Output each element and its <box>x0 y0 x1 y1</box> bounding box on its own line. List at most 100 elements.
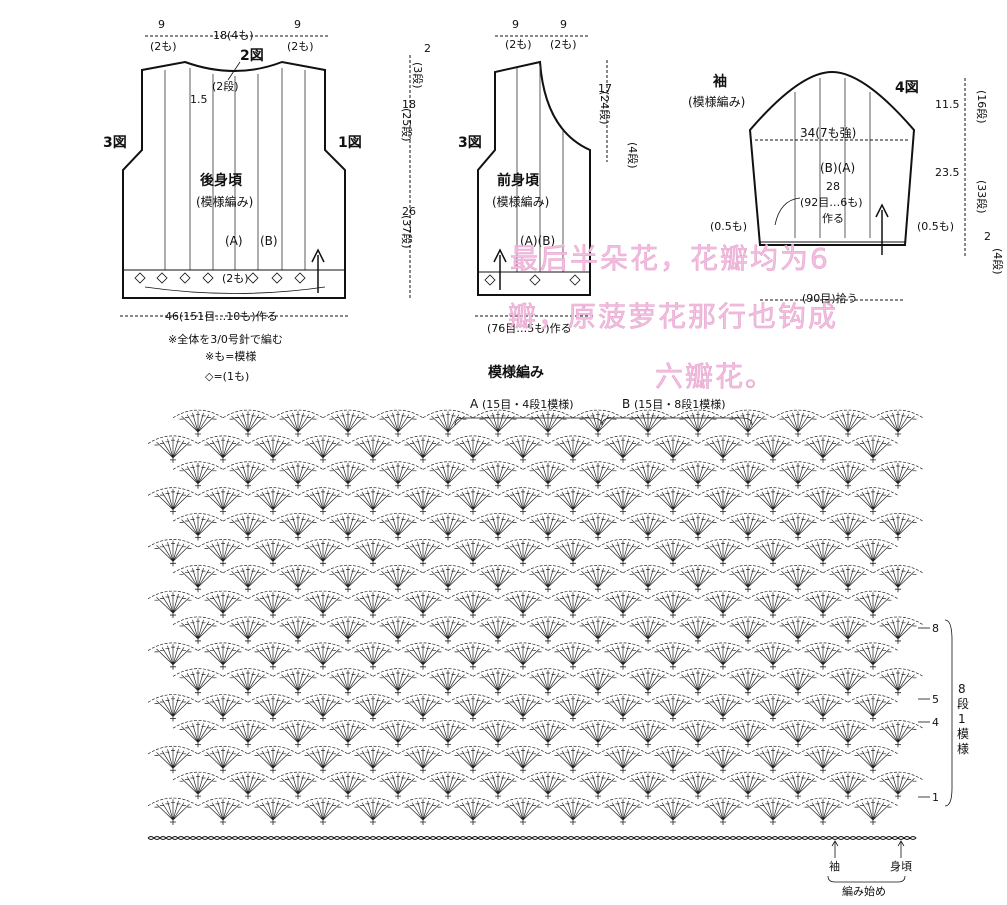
stitch-fan <box>729 463 767 484</box>
single-crochet-mark <box>845 431 851 437</box>
chain-arc <box>397 745 449 755</box>
chain-arc <box>222 564 274 574</box>
single-crochet-mark <box>370 715 376 722</box>
chain-arc <box>372 461 424 470</box>
chain-arc <box>672 513 724 522</box>
stitch-fan <box>279 463 317 484</box>
single-crochet-mark <box>695 637 701 644</box>
single-crochet-mark <box>570 819 576 825</box>
single-crochet-mark <box>445 689 451 696</box>
stitch-fan <box>879 773 917 795</box>
stitch-fan <box>354 799 392 821</box>
stitch-fan <box>679 411 717 433</box>
back-bottom-dim: 46(151目…10も)作る <box>165 310 278 323</box>
chain-arc <box>322 513 374 522</box>
front-rdim-1-rows: (24段) <box>598 91 612 125</box>
stitch-fan <box>554 592 592 614</box>
overlay-line-2: 瓣，原菠萝花那行也钩成 <box>508 300 838 333</box>
stitch-fan <box>304 747 342 769</box>
single-crochet-mark <box>295 637 301 644</box>
single-crochet-mark <box>245 637 251 644</box>
chain-arc <box>797 694 849 703</box>
chain-arc <box>247 539 299 548</box>
single-crochet-mark <box>695 741 701 748</box>
stitch-fan <box>354 540 392 562</box>
stitch-fan <box>479 773 517 795</box>
stitch-fan <box>829 721 867 743</box>
stitch-fan <box>479 514 517 536</box>
chain-arc <box>522 513 574 522</box>
stitch-fan <box>829 670 867 691</box>
single-crochet-mark <box>870 456 876 463</box>
chain-arc <box>547 590 599 600</box>
stitch-fan <box>479 721 517 743</box>
chain-arc <box>672 616 724 625</box>
single-crochet-mark <box>170 508 176 515</box>
stitch-fan <box>179 411 217 433</box>
single-crochet-mark <box>370 456 376 463</box>
stitch-fan <box>429 773 467 795</box>
chart-label-a: A <box>470 397 479 411</box>
chain-arc <box>447 642 499 651</box>
single-crochet-mark <box>195 637 201 644</box>
stitch-fan <box>529 514 567 536</box>
single-crochet-mark <box>695 586 701 593</box>
chain-arc <box>447 590 499 600</box>
stitch-fan <box>729 566 767 588</box>
stitch-fan <box>679 773 717 795</box>
chain-arc <box>772 564 824 574</box>
stitch-fan <box>704 747 742 769</box>
chain-arc <box>547 642 599 651</box>
chain-arc <box>597 539 649 548</box>
single-crochet-mark <box>370 819 376 825</box>
single-crochet-mark <box>670 715 676 722</box>
single-crochet-mark <box>345 586 351 593</box>
chain-arc <box>647 487 699 496</box>
stitch-fan <box>879 670 917 691</box>
stitch-fan <box>429 618 467 640</box>
single-crochet-mark <box>495 793 501 800</box>
chain-arc <box>797 487 849 496</box>
stitch-fan <box>679 566 717 588</box>
back-dim-left-sub: (2も) <box>150 40 177 53</box>
single-crochet-mark <box>295 793 301 800</box>
stitch-fan <box>379 463 417 484</box>
single-crochet-mark <box>270 715 276 722</box>
front-rdim-1-cm: 17 <box>598 82 612 95</box>
chain-arc <box>797 642 849 651</box>
single-crochet-mark <box>270 560 276 567</box>
single-crochet-mark <box>845 586 851 593</box>
single-crochet-mark <box>745 741 751 748</box>
chain-arc <box>572 616 624 625</box>
single-crochet-mark <box>270 456 276 463</box>
single-crochet-mark <box>420 456 426 463</box>
single-crochet-mark <box>845 482 851 489</box>
single-crochet-mark <box>270 663 276 670</box>
single-crochet-mark <box>245 793 251 800</box>
stitch-fan <box>804 799 842 821</box>
chain-arc <box>872 513 924 522</box>
chain-arc <box>722 771 774 781</box>
chain-arc <box>397 435 449 444</box>
single-crochet-mark <box>345 741 351 748</box>
single-crochet-mark <box>470 819 476 825</box>
stitch-fan <box>604 540 642 562</box>
chain-arc <box>472 616 524 625</box>
stitch-fan <box>879 463 917 484</box>
chain-arc <box>572 409 624 419</box>
single-crochet-mark <box>370 767 376 774</box>
front-subtitle: (模様編み) <box>492 194 549 209</box>
stitch-fan <box>729 411 767 433</box>
stitch-fan <box>854 592 892 614</box>
single-crochet-mark <box>595 793 601 800</box>
single-crochet-mark <box>195 741 201 748</box>
stitch-fan <box>729 670 767 691</box>
single-crochet-mark <box>720 560 726 567</box>
chain-arc <box>547 487 599 496</box>
single-crochet-mark <box>295 534 301 541</box>
stitch-fan <box>654 437 692 459</box>
chain-arc <box>497 642 549 651</box>
chain-arc <box>222 668 274 677</box>
stitch-fan <box>729 514 767 536</box>
stitch-fan <box>304 437 342 459</box>
